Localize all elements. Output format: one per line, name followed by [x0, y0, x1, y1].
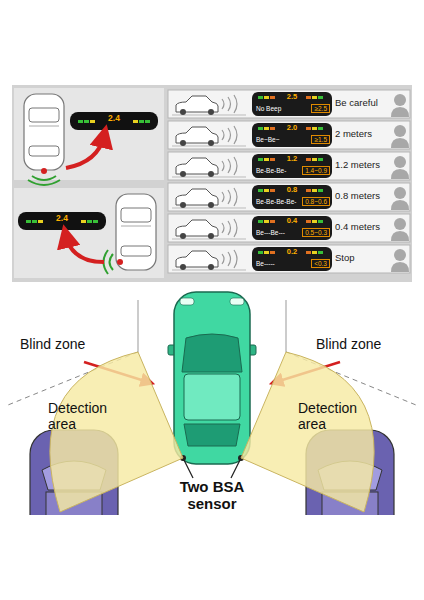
display-reading: 2.4: [52, 214, 72, 224]
distance-note: Be careful: [335, 98, 378, 108]
display-reading: 0.8: [282, 186, 302, 195]
area-label: Detection area: [298, 400, 376, 432]
beep-pattern: Be-Be-Be-: [256, 167, 286, 174]
display-reading: 0.2: [282, 248, 302, 257]
beep-pattern: Be---Be---: [256, 229, 285, 236]
beep-pattern: No Beep: [256, 105, 281, 112]
detection-area: Detection area: [20, 345, 190, 515]
distance-range: 1.4~0.9: [302, 166, 330, 175]
display-reading: 2.0: [282, 124, 302, 133]
distance-note: 1.2 meters: [335, 160, 380, 170]
distance-range: ≥2.5: [311, 104, 330, 113]
distance-note: Stop: [335, 253, 355, 263]
detection-wedge: [20, 345, 190, 515]
detection-area: Detection area: [234, 345, 404, 515]
distance-note: 0.4 meters: [335, 222, 380, 232]
distance-note: 0.8 meters: [335, 191, 380, 201]
display-reading: 1.2: [282, 155, 302, 164]
beep-pattern: Be-Be-Be-Be-: [256, 198, 296, 205]
sensor-label: Two BSA sensor: [170, 478, 254, 513]
distance-note: 2 meters: [335, 129, 372, 139]
beep-pattern: Be-----: [256, 260, 275, 267]
distance-range: <0.3: [311, 259, 330, 268]
display-reading: 2.5: [282, 93, 302, 102]
display-reading: 0.4: [282, 217, 302, 226]
distance-range: 0.5~0.3: [302, 228, 330, 237]
distance-range: ≥1.5: [311, 135, 330, 144]
display-reading: 2.4: [104, 114, 124, 124]
beep-pattern: Be~Be~: [256, 136, 280, 143]
distance-range: 0.8~0.6: [302, 197, 330, 206]
zone-label: Blind zone: [20, 336, 120, 352]
area-label: Detection area: [48, 400, 126, 432]
zone-label: Blind zone: [316, 336, 416, 352]
